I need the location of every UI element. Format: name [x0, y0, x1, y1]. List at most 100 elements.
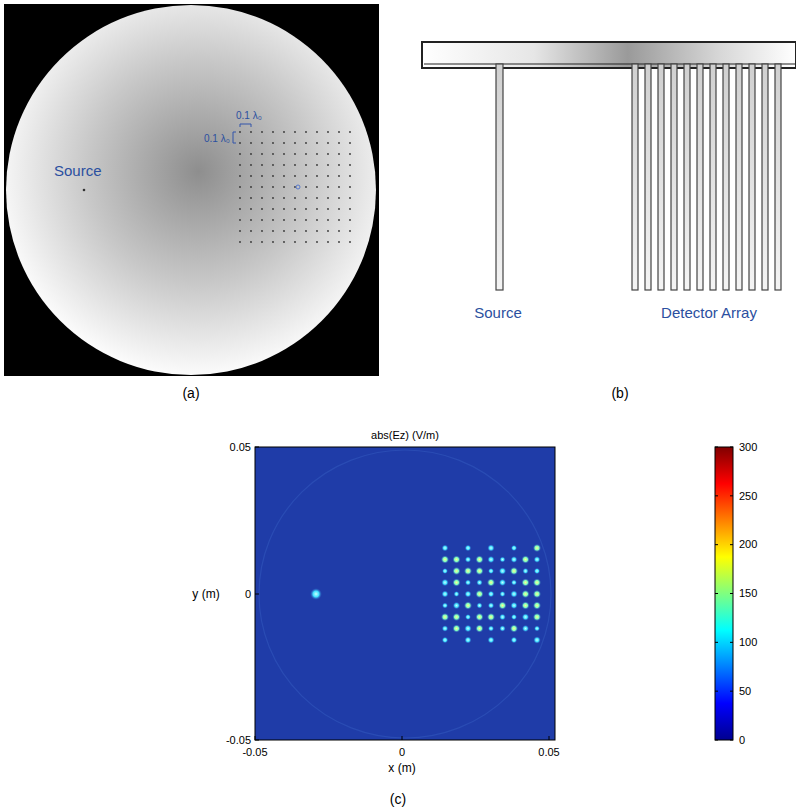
colorbar-label: 50 [739, 685, 751, 697]
field-spot [442, 602, 448, 608]
detector-point [327, 197, 329, 199]
detector-point [338, 186, 340, 188]
tick [730, 642, 733, 643]
detector-point [250, 131, 252, 133]
field-spot [534, 556, 541, 563]
field-spot [533, 544, 541, 552]
detector-point [316, 142, 318, 144]
spacing-label: 0.1 λ₀ [204, 133, 230, 144]
field-spot [510, 602, 517, 609]
field-spot [533, 636, 541, 644]
detector-point [327, 131, 329, 133]
field-spot [464, 636, 471, 643]
detector-point [294, 131, 296, 133]
detector-point [305, 131, 307, 133]
colorbar-label: 100 [739, 636, 757, 648]
detector-point [338, 175, 340, 177]
field-spot [488, 625, 494, 631]
field-spot [476, 602, 482, 608]
detector-point [283, 131, 285, 133]
detector-point [272, 197, 274, 199]
detector-point [261, 219, 263, 221]
detector-point [316, 230, 318, 232]
detector-point [261, 142, 263, 144]
detector-point [239, 197, 241, 199]
field-spot [521, 555, 529, 563]
detector-point [294, 164, 296, 166]
detector-point [305, 175, 307, 177]
field-spot [487, 544, 494, 551]
colorbar-label: 250 [739, 490, 757, 502]
field-spot [442, 568, 448, 574]
field-spot [441, 579, 449, 587]
detector-point [305, 241, 307, 243]
field-spot [521, 578, 529, 586]
tick [730, 691, 733, 692]
detector-point [349, 241, 351, 243]
detector-point [316, 241, 318, 243]
tick-label: 0 [245, 588, 251, 600]
detector-point [250, 175, 252, 177]
tick [730, 740, 733, 741]
detector-point [349, 186, 351, 188]
detector-point [349, 208, 351, 210]
tick [730, 593, 733, 594]
detector-point [239, 241, 241, 243]
detector-point [250, 164, 252, 166]
detector-point [261, 153, 263, 155]
field-spot [510, 590, 518, 598]
tick [715, 495, 718, 496]
field-spot [452, 613, 460, 621]
detector-point [261, 197, 263, 199]
detector-point [338, 142, 340, 144]
field-spot [453, 602, 461, 610]
field-spot [475, 613, 483, 621]
field-spot [499, 625, 505, 631]
field-spot [533, 613, 541, 621]
field-spot [499, 591, 505, 597]
axis-label: y (m) [192, 588, 219, 601]
detector-point [272, 153, 274, 155]
detector-point [261, 131, 263, 133]
field-spot [464, 625, 472, 633]
field-spot [487, 613, 495, 621]
field-spot [499, 614, 506, 621]
tick-label: 0.05 [230, 441, 251, 453]
detector-point [327, 164, 329, 166]
detector-point [272, 230, 274, 232]
plot-title: abs(Ez) (V/m) [371, 429, 439, 441]
detector-point [272, 142, 274, 144]
tick [715, 447, 718, 448]
field-spot [522, 613, 530, 621]
panel-label: (c) [390, 792, 406, 807]
detector-point [250, 142, 252, 144]
field-spot [475, 567, 483, 575]
detector-point [239, 219, 241, 221]
detector-point [349, 219, 351, 221]
detector-point [316, 175, 318, 177]
field-spot [488, 602, 494, 608]
detector-point [283, 186, 285, 188]
detector-rod [762, 64, 768, 290]
colorbar-label: 200 [739, 538, 757, 550]
detector-rod [710, 64, 716, 290]
detector-rod [736, 64, 742, 290]
detector-point [272, 131, 274, 133]
detector-point [338, 241, 340, 243]
detector-point [261, 164, 263, 166]
detector-point [305, 197, 307, 199]
tick [730, 544, 733, 545]
field-spot [442, 545, 449, 552]
source-label: Source [474, 305, 522, 322]
detector-point [349, 142, 351, 144]
field-spot [498, 601, 506, 609]
axis-label: x (m) [388, 762, 415, 775]
detector-point [239, 164, 241, 166]
detector-point [327, 153, 329, 155]
detector-rod [645, 64, 651, 290]
detector-point [294, 175, 296, 177]
field-spot [487, 578, 495, 586]
tick-label: -0.05 [226, 734, 251, 746]
tick-label: -0.05 [242, 746, 267, 758]
field-spot [487, 556, 494, 563]
